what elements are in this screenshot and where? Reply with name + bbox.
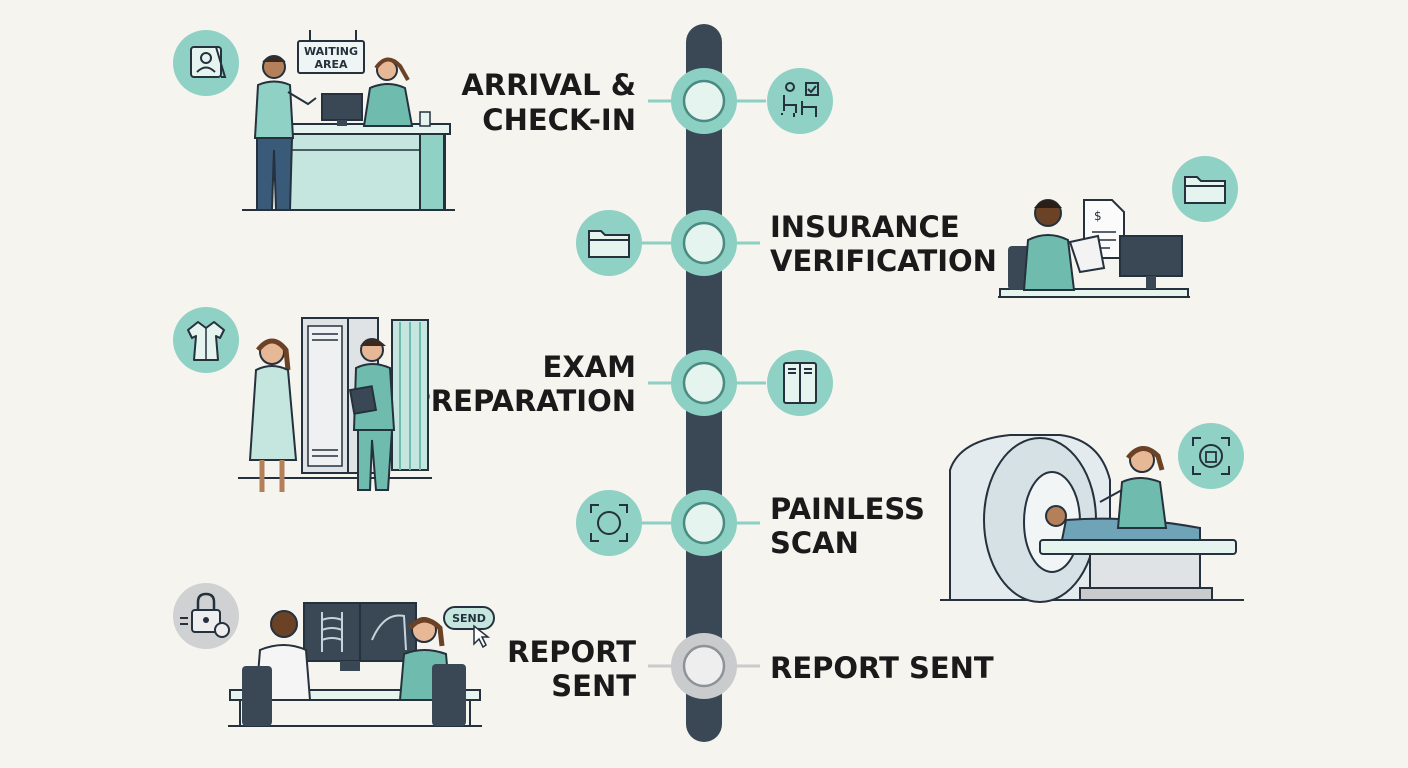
send-button[interactable] (443, 606, 495, 630)
scanner-icon (1178, 423, 1244, 489)
insurance-clerk-illustration: $ (998, 199, 1190, 298)
step-label-arrival-line1: ARRIVAL & (461, 68, 636, 102)
folder-icon (1172, 156, 1238, 222)
locker-icon (767, 350, 833, 416)
waiting-sign-line1: WAITING (304, 45, 358, 58)
exam-prep-illustration (238, 317, 432, 492)
step-label-insurance-line2: VERIFICATION (770, 244, 997, 278)
gown-icon (173, 307, 239, 373)
step-label-report-right: REPORT SENT (770, 651, 994, 685)
folder-icon (576, 210, 642, 276)
step-label-scan-line1: PAINLESS (770, 492, 925, 526)
timeline-node-3[interactable] (671, 350, 737, 416)
step-label-insurance-line1: INSURANCE (770, 210, 960, 244)
timeline-node-2[interactable] (671, 210, 737, 276)
step-label-scan-line2: SCAN (770, 526, 859, 560)
secure-lock-icon (173, 583, 239, 649)
mri-scan-illustration (940, 434, 1244, 603)
waiting-area-sign (297, 40, 365, 74)
step-label-report-line1: REPORT (507, 635, 636, 669)
timeline-node-4[interactable] (671, 490, 737, 556)
radiology-report-illustration: SEND (228, 602, 495, 727)
timeline-node-1[interactable] (671, 68, 737, 134)
step-label-arrival-line2: CHECK-IN (482, 103, 636, 137)
step-label-exam-line1: EXAM (543, 350, 636, 384)
scanner-icon (576, 490, 642, 556)
step-label-report-line2: SENT (551, 669, 636, 703)
reception-desk-illustration: WAITING AREA (242, 30, 455, 211)
timeline-node-5[interactable] (671, 633, 737, 699)
waiting-sign-line2: AREA (314, 58, 347, 71)
send-label: SEND (452, 612, 486, 625)
svg-text:$: $ (1094, 209, 1102, 223)
waiting-chairs-icon (767, 68, 833, 134)
id-badge-icon (173, 30, 239, 96)
step-label-exam-line2: PREPARATION (410, 384, 636, 418)
cursor-icon (473, 624, 491, 649)
